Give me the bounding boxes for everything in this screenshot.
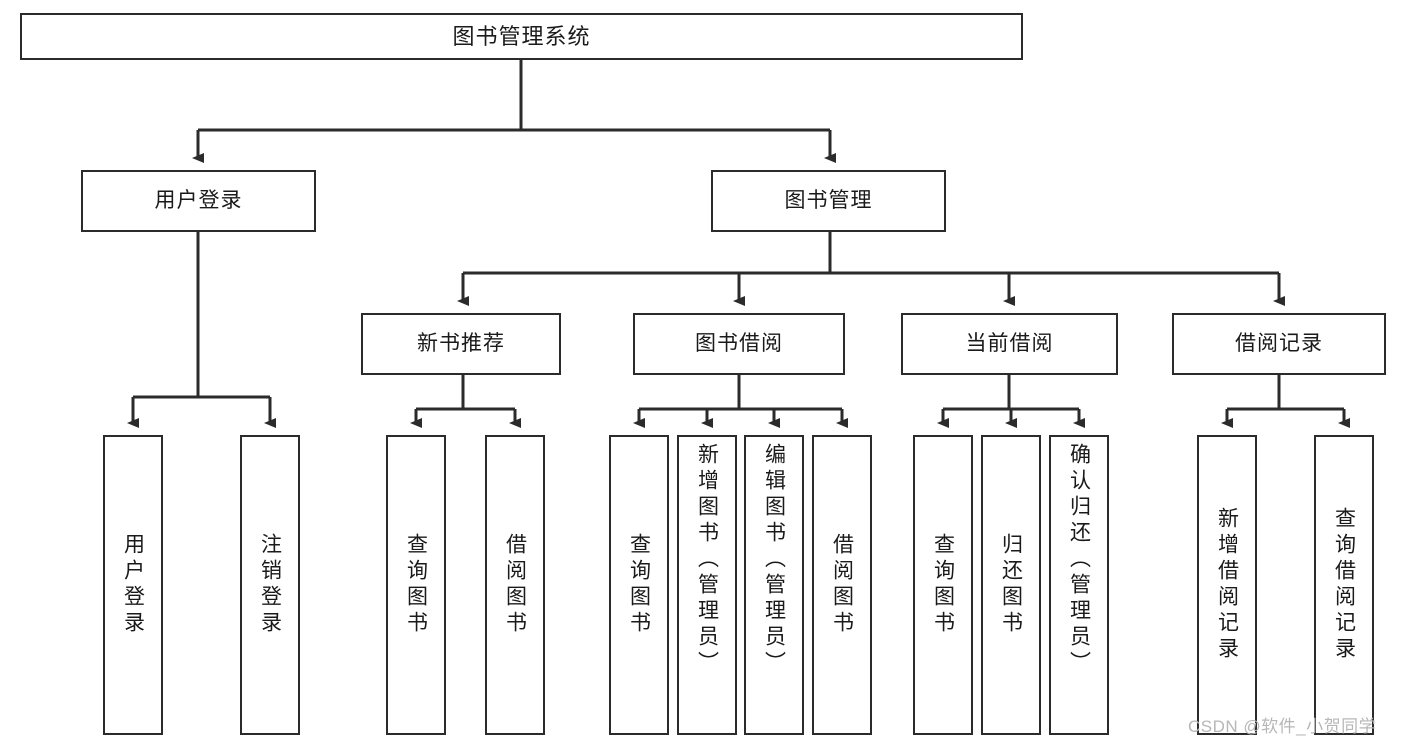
leaf-user-login-signin[interactable]: 用户登录: [103, 435, 163, 735]
leaf-book-borrow-query-label: 查询图书: [627, 533, 651, 637]
leaf-user-login-signout[interactable]: 注销登录: [240, 435, 300, 735]
leaf-user-login-signout-label: 注销登录: [258, 533, 282, 637]
node-user-login[interactable]: 用户登录: [81, 170, 316, 232]
leaf-current-borrow-return-label: 归还图书: [999, 533, 1023, 637]
leaf-book-borrow-borrow[interactable]: 借阅图书: [812, 435, 872, 735]
leaf-borrow-record-query[interactable]: 查询借阅记录: [1314, 435, 1374, 735]
leaf-borrow-record-add-label: 新增借阅记录: [1215, 507, 1239, 663]
node-borrow-record[interactable]: 借阅记录: [1172, 313, 1386, 375]
node-root-system[interactable]: 图书管理系统: [20, 13, 1023, 60]
leaf-book-borrow-borrow-label: 借阅图书: [830, 533, 854, 637]
leaf-borrow-record-add[interactable]: 新增借阅记录: [1197, 435, 1257, 735]
leaf-current-borrow-return[interactable]: 归还图书: [981, 435, 1041, 735]
node-borrow-record-label: 借阅记录: [1235, 331, 1323, 355]
leaf-current-borrow-query[interactable]: 查询图书: [913, 435, 973, 735]
node-current-borrow-label: 当前借阅: [965, 331, 1054, 355]
leaf-new-book-query-label: 查询图书: [404, 533, 428, 637]
leaf-book-borrow-query[interactable]: 查询图书: [609, 435, 669, 735]
leaf-book-borrow-add-label: 新增图书（管理员）: [695, 443, 719, 677]
node-book-borrow[interactable]: 图书借阅: [633, 313, 845, 375]
node-new-book-recommend-label: 新书推荐: [417, 331, 505, 355]
leaf-new-book-query[interactable]: 查询图书: [386, 435, 446, 735]
node-book-management-label: 图书管理: [784, 188, 873, 212]
leaf-current-borrow-confirm-return-label: 确认归还（管理员）: [1067, 443, 1091, 677]
watermark: CSDN @软件_小贺同学: [1188, 717, 1377, 736]
node-current-borrow[interactable]: 当前借阅: [901, 313, 1118, 375]
leaf-book-borrow-edit-label: 编辑图书（管理员）: [762, 443, 786, 677]
node-new-book-recommend[interactable]: 新书推荐: [361, 313, 561, 375]
node-root-system-label: 图书管理系统: [452, 23, 591, 49]
leaf-current-borrow-query-label: 查询图书: [931, 533, 955, 637]
leaf-user-login-signin-label: 用户登录: [121, 533, 145, 637]
leaf-current-borrow-confirm-return[interactable]: 确认归还（管理员）: [1049, 435, 1109, 735]
node-user-login-label: 用户登录: [154, 188, 243, 212]
leaf-borrow-record-query-label: 查询借阅记录: [1332, 507, 1356, 663]
leaf-book-borrow-add[interactable]: 新增图书（管理员）: [677, 435, 737, 735]
node-book-management[interactable]: 图书管理: [711, 170, 946, 232]
leaf-book-borrow-edit[interactable]: 编辑图书（管理员）: [744, 435, 804, 735]
leaf-new-book-borrow[interactable]: 借阅图书: [485, 435, 545, 735]
leaf-new-book-borrow-label: 借阅图书: [503, 533, 527, 637]
node-book-borrow-label: 图书借阅: [695, 331, 783, 355]
